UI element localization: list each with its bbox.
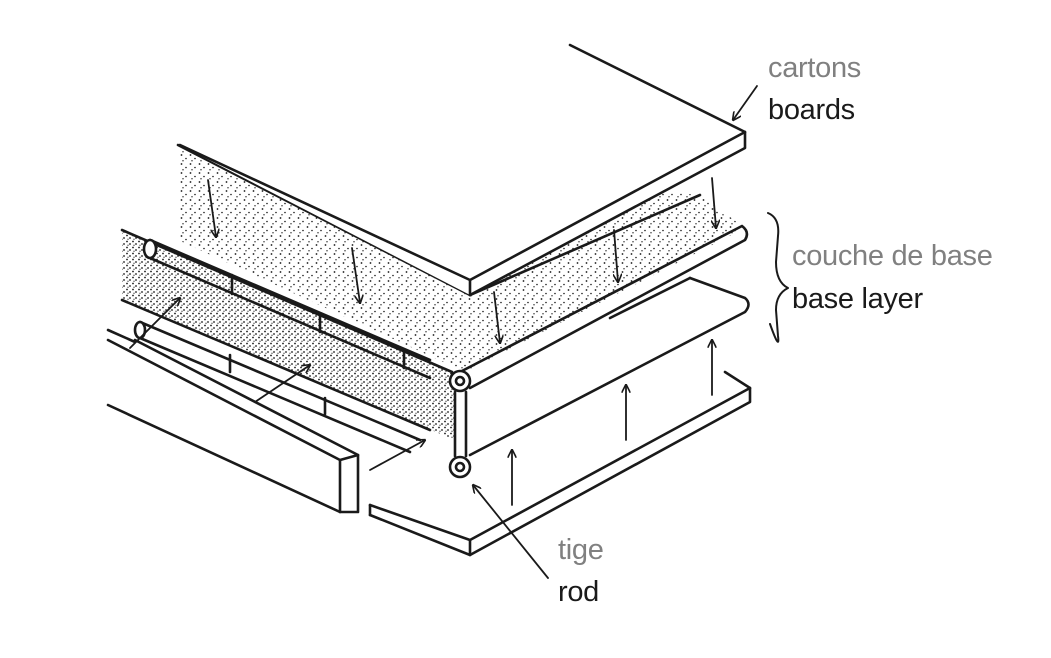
label-rod-french: tige [558,534,604,566]
label-rod-english: rod [558,576,600,608]
spine-edge [453,390,468,458]
bottom-board [368,370,752,557]
lower-board [468,276,750,457]
arrows-down [207,177,716,343]
arrows-diagonal [129,298,425,471]
label-boards-english: boards [768,94,855,126]
rods-upper [142,238,432,380]
label-boards-french: cartons [768,52,861,84]
front-strip [106,328,360,514]
rod-loop-lower [448,455,472,479]
boards-leader-arrow [733,85,758,120]
label-base-layer-english: base layer [792,283,923,315]
rod-leader-arrow [473,485,549,579]
top-board [178,43,747,297]
arrows-up [512,339,712,506]
rod-loop-upper [448,369,472,393]
base-layer-brace [767,212,789,343]
label-base-layer-french: couche de base [792,240,993,272]
